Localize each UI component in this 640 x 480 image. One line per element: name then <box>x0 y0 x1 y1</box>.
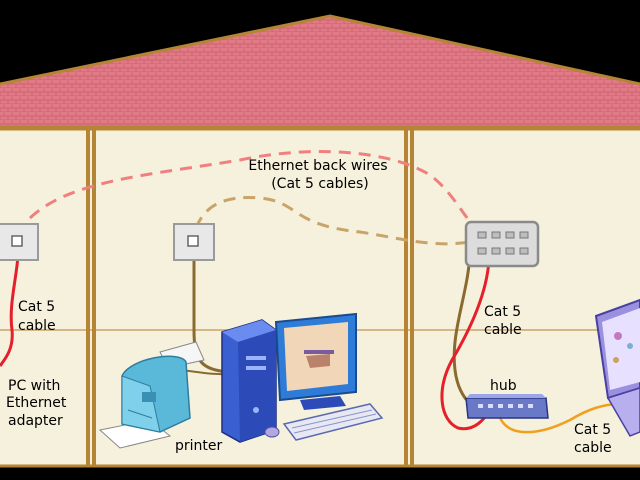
right-red-cable <box>440 237 492 431</box>
patch-panel <box>464 220 540 268</box>
orange-cable <box>496 402 621 434</box>
pc-tower-icon <box>221 319 277 443</box>
left-cable-label-line2: cable <box>18 318 56 334</box>
roof-edge <box>0 14 640 86</box>
roof <box>0 16 640 128</box>
pc-label-line3: adapter <box>8 413 63 429</box>
monitor-icon <box>274 312 357 410</box>
wall-beam-right <box>404 128 414 480</box>
backwires-label-line1: Ethernet back wires <box>248 158 387 174</box>
wall-beam-left <box>86 128 96 480</box>
pc-label-line2: Ethernet <box>6 395 67 411</box>
mouse-icon <box>264 426 280 438</box>
hub-label: hub <box>490 378 517 394</box>
wall-jack-left <box>0 223 39 261</box>
right-cable-label-line1: Cat 5 <box>484 304 521 320</box>
backwires-label-line2: (Cat 5 cables) <box>271 176 369 192</box>
laptop-cable-label-line2: cable <box>574 440 612 456</box>
wall-jack-middle <box>173 223 215 261</box>
right-cable-label-line2: cable <box>484 322 522 338</box>
left-red-cable <box>0 239 20 367</box>
laptop-cable-label-line1: Cat 5 <box>574 422 611 438</box>
printer-icon <box>98 341 205 449</box>
printer-label: printer <box>175 438 223 454</box>
floor-base <box>0 466 640 480</box>
left-cable-label-line1: Cat 5 <box>18 299 55 315</box>
keyboard-icon <box>282 403 384 441</box>
tan-back-wire <box>194 195 479 246</box>
hub-icon <box>465 394 549 419</box>
pc-label-line1: PC with <box>8 378 60 394</box>
laptop-icon <box>594 298 640 437</box>
